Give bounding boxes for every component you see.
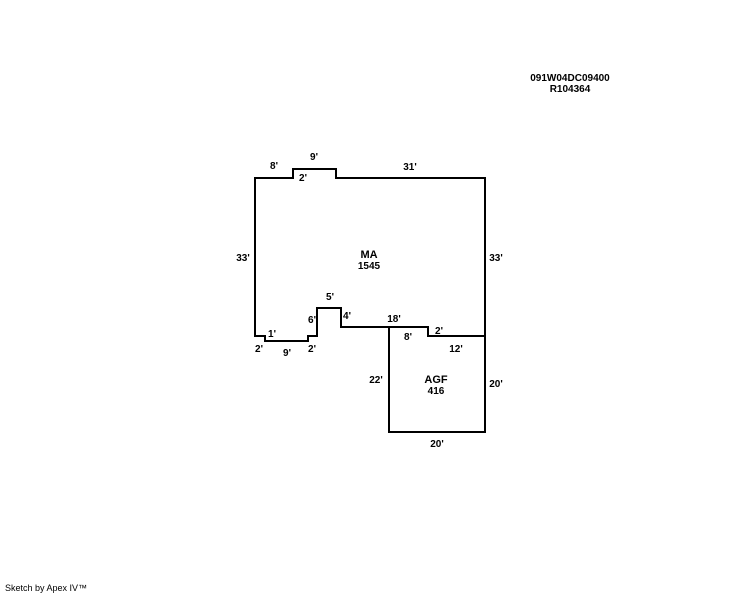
dim-ma-bump-top: 9' (310, 152, 318, 163)
parcel-header: 091W04DC09400 R104364 (500, 73, 640, 95)
dim-ma-notch-top: 5' (326, 292, 334, 303)
dim-ma-right: 33' (489, 253, 503, 264)
dim-ma-bottom-mid: 9' (283, 348, 291, 359)
agf-outline (388, 327, 486, 433)
dim-agf-top-step: 2' (435, 326, 443, 337)
ma-outline (254, 168, 486, 342)
dim-ma-notch-left: 6' (308, 315, 316, 326)
dim-ma-notch-right: 4' (343, 311, 351, 322)
dim-ma-bottom-step: 2' (308, 344, 316, 355)
agf-label: AGF (424, 374, 448, 386)
dim-ma-bottom-left-step: 2' (255, 344, 263, 355)
dim-agf-bottom: 20' (430, 439, 444, 450)
account-id: R104364 (549, 84, 591, 95)
dim-ma-bump-side: 2' (299, 173, 307, 184)
sketch-credit: Sketch by Apex IV™ (5, 583, 88, 593)
ma-sqft: 1545 (358, 261, 381, 272)
parcel-id: 091W04DC09400 (530, 73, 610, 84)
dim-ma-top-right: 31' (403, 162, 417, 173)
ma-label: MA (360, 249, 377, 261)
dim-agf-right: 20' (489, 379, 503, 390)
dim-agf-top-right: 12' (449, 344, 463, 355)
dim-agf-top-left: 8' (404, 332, 412, 343)
dim-ma-bottom-right: 18' (387, 314, 401, 325)
dim-ma-left: 33' (236, 253, 250, 264)
dim-ma-step-vert: 1' (268, 329, 276, 340)
dim-agf-left: 22' (369, 375, 383, 386)
agf-sqft: 416 (428, 386, 445, 397)
dim-ma-top-left: 8' (270, 161, 278, 172)
